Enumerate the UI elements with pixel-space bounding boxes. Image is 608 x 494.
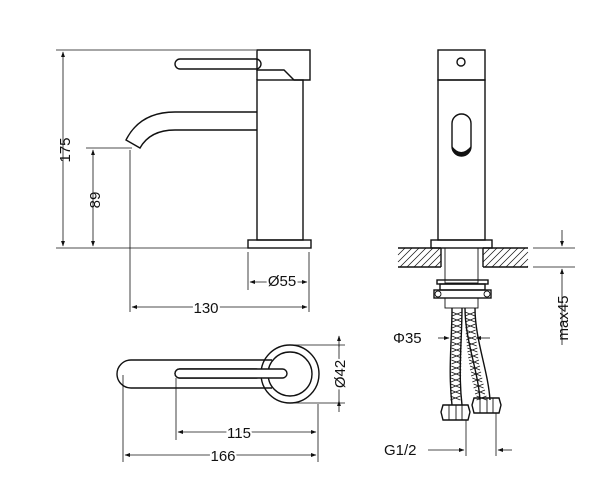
handle-cap xyxy=(256,49,311,81)
dim-thread-label: G1/2 xyxy=(384,442,417,459)
dim-130-label: 130 xyxy=(193,300,218,317)
cap-screw xyxy=(456,57,466,67)
dim-89-label: 89 xyxy=(87,192,104,209)
spout-top xyxy=(116,359,272,389)
dim-175-label: 175 xyxy=(57,137,74,162)
hose-nuts xyxy=(440,397,502,421)
dim-115-label: 115 xyxy=(227,425,251,442)
dim-base-diameter-label: Ø55 xyxy=(268,273,296,290)
dim-max-thickness-label: max45 xyxy=(555,295,572,340)
dim-top-diameter-label: Ø42 xyxy=(332,360,349,388)
braided-hoses xyxy=(449,307,491,406)
fixing-plate xyxy=(433,289,492,299)
countertop xyxy=(397,247,529,268)
base-flange xyxy=(247,239,312,249)
faucet-body xyxy=(256,79,304,241)
top-view: Ø42 115 166 xyxy=(116,335,351,467)
handle-lever xyxy=(174,58,262,70)
shank xyxy=(444,247,479,284)
front-body xyxy=(437,79,486,241)
dim-166-label: 166 xyxy=(210,448,235,465)
fixing-nut xyxy=(439,283,486,291)
front-cap xyxy=(437,49,486,81)
side-view: 175 89 Ø55 130 xyxy=(56,49,312,319)
front-base xyxy=(430,239,493,249)
front-view: Φ35 max45 G1/2 xyxy=(384,49,575,459)
dim-hole-diameter-label: Φ35 xyxy=(393,330,422,347)
spout xyxy=(125,111,257,149)
outlet xyxy=(451,113,472,157)
